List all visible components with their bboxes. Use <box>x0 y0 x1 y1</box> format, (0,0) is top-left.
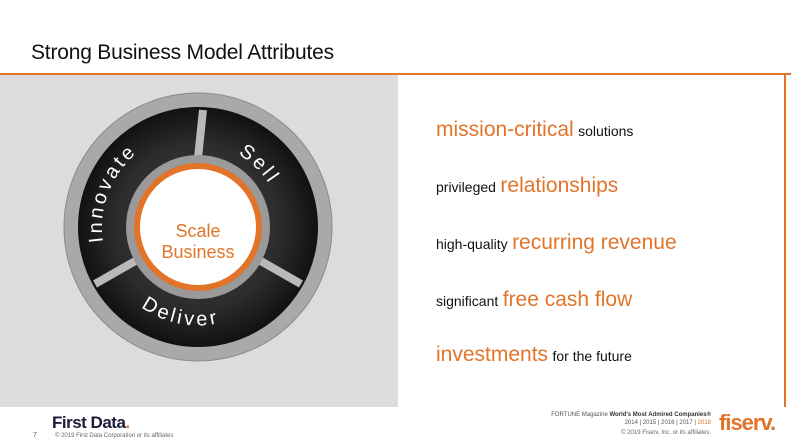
center-disc <box>140 169 256 285</box>
attribute-highlight: mission-critical <box>436 118 574 141</box>
center-label-business: Business <box>161 242 234 262</box>
attribute-text: significant <box>436 293 499 309</box>
first-data-copyright: © 2019 First Data Corporation or its aff… <box>55 433 174 439</box>
attribute-text: for the future <box>552 348 632 364</box>
attribute-text: privileged <box>436 179 496 195</box>
fiserv-logo: fiserv. <box>719 410 776 435</box>
attribute-highlight: relationships <box>500 174 619 197</box>
attributes-panel <box>398 75 786 407</box>
attribute-investments: investments for the future <box>436 343 632 367</box>
attribute-relationships: privileged relationships <box>436 174 618 198</box>
attribute-free-cash-flow: significant free cash flow <box>436 288 632 312</box>
fiserv-copyright: © 2019 Fiserv, Inc. or its affiliates. <box>621 430 711 436</box>
attribute-highlight: investments <box>436 343 549 366</box>
attribute-highlight: recurring revenue <box>512 231 677 254</box>
attribute-mission-critical: mission-critical solutions <box>436 118 633 142</box>
attribute-highlight: free cash flow <box>502 288 633 311</box>
attribute-text: solutions <box>578 123 634 139</box>
attribute-text: high-quality <box>436 236 508 252</box>
award-years: 2014 | 2015 | 2016 | 2017 | 2018 <box>624 420 711 426</box>
business-cycle-diagram: Innovate Sell Deliver Scale Business <box>63 92 333 362</box>
title-underline <box>0 73 791 75</box>
attribute-recurring-revenue: high-quality recurring revenue <box>436 231 677 255</box>
slide-title: Strong Business Model Attributes <box>31 41 334 64</box>
page-number: 7 <box>33 432 37 439</box>
center-label-scale: Scale <box>175 221 220 241</box>
segment-dividers <box>93 109 303 288</box>
fortune-award-line: FORTUNE Magazine World's Most Admired Co… <box>551 412 711 418</box>
fortune-prefix: FORTUNE Magazine <box>551 412 608 418</box>
first-data-logo: First Data. <box>52 413 130 432</box>
fortune-award-name: World's Most Admired Companies® <box>609 412 711 418</box>
